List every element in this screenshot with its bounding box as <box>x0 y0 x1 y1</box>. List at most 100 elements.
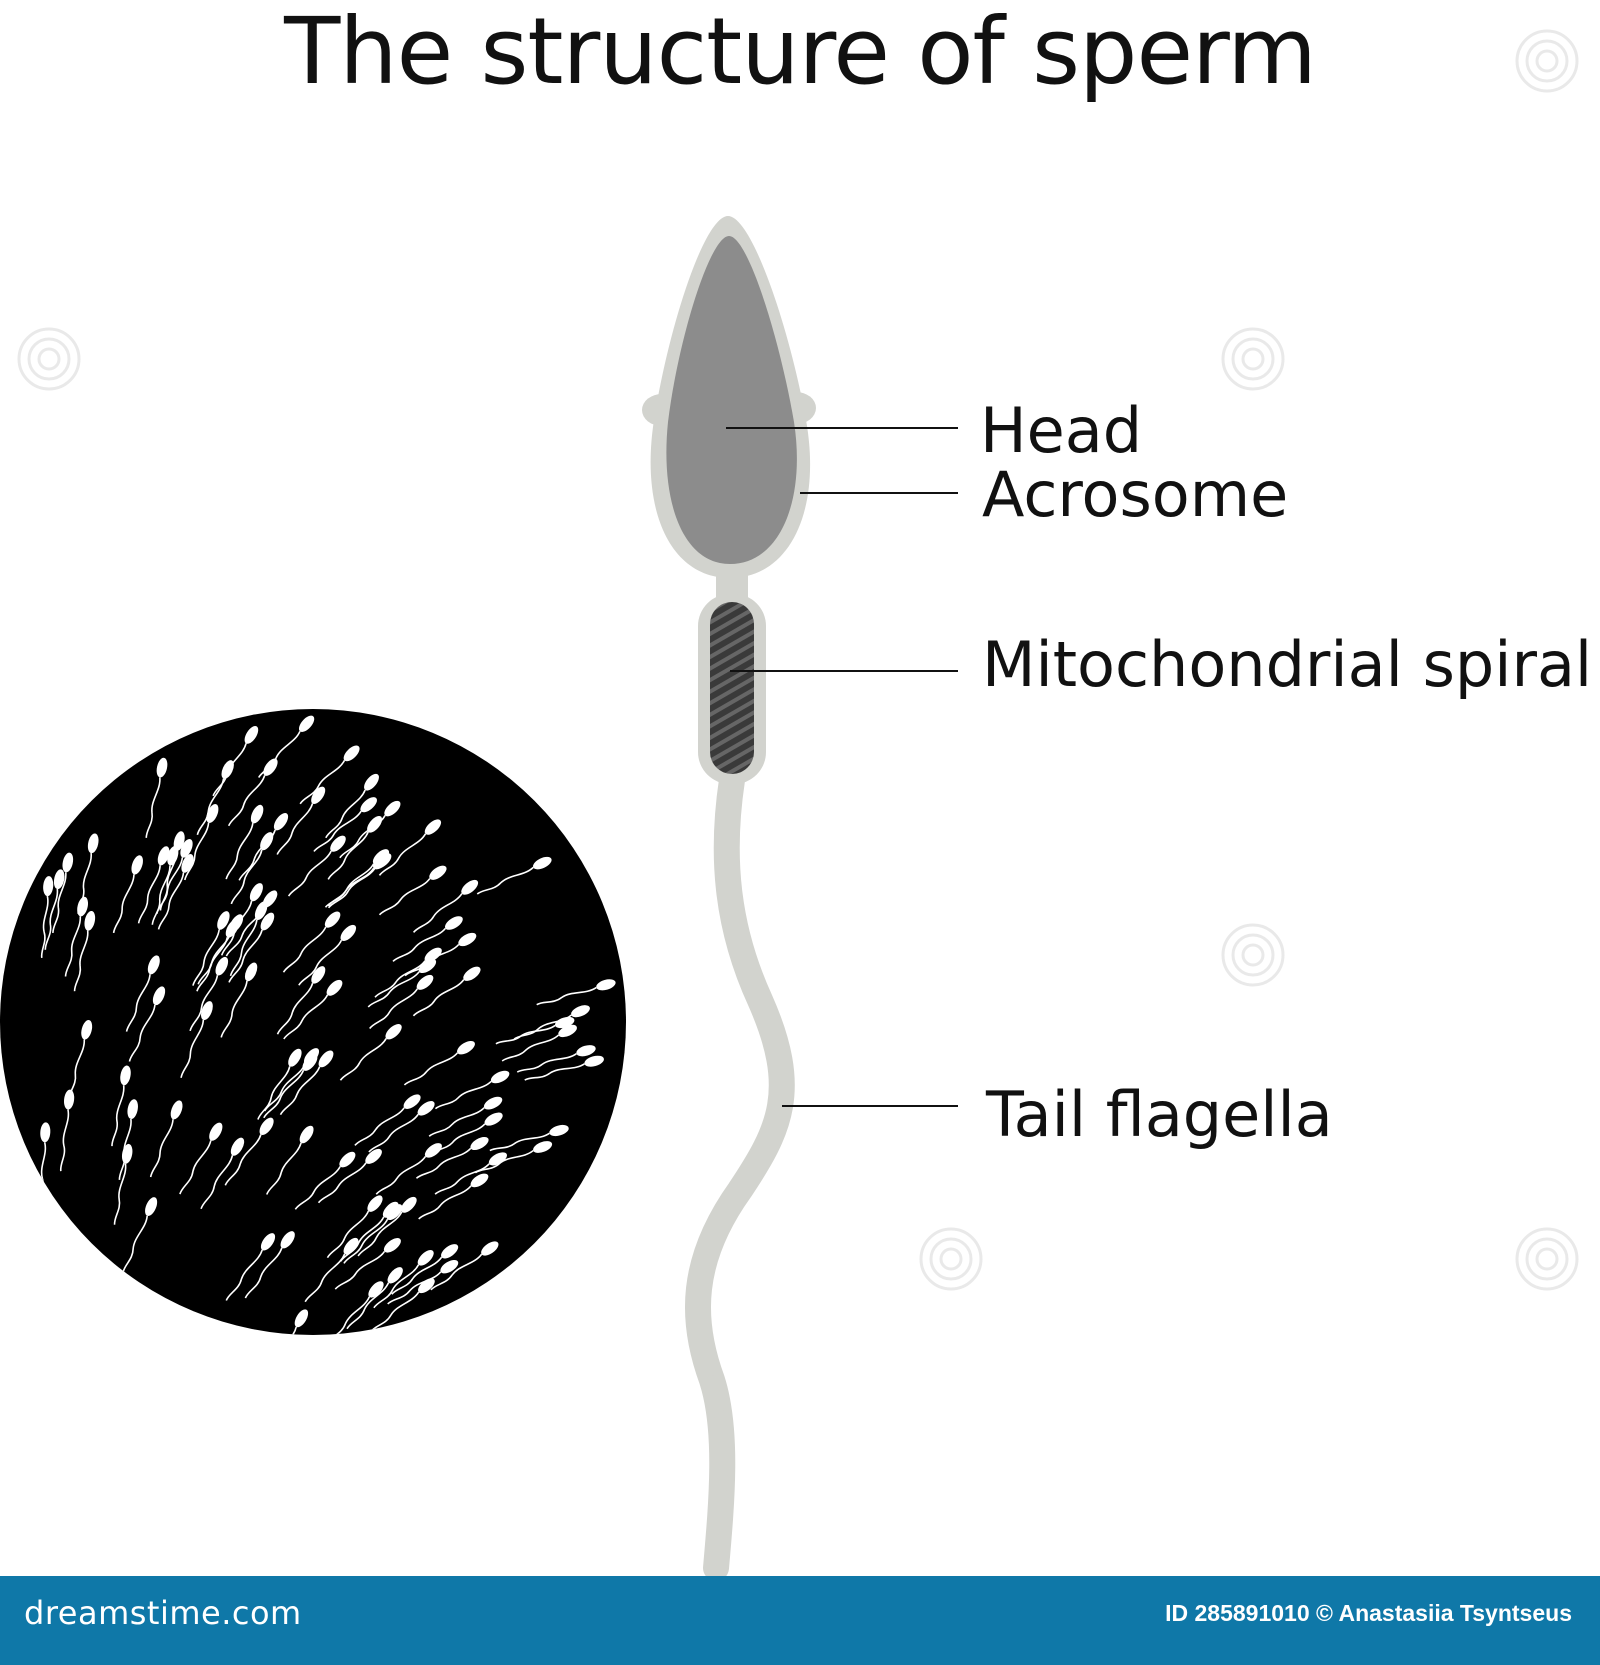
mini-sperm <box>113 1143 133 1225</box>
mini-sperm <box>326 1195 383 1259</box>
mini-sperm <box>179 1122 223 1195</box>
mini-sperm <box>346 1267 403 1330</box>
mini-sperm <box>415 1136 489 1179</box>
mini-sperm <box>428 1096 503 1137</box>
mini-sperm <box>40 876 54 958</box>
mini-sperm <box>378 819 442 876</box>
label-tail-flagella: Tail flagella <box>986 1078 1333 1151</box>
mini-sperm <box>137 846 170 924</box>
dreamstime-spiral-watermark-icon <box>1515 29 1579 93</box>
mini-sperm <box>263 1309 309 1335</box>
mini-sperm <box>327 1281 384 1335</box>
label-acrosome: Acrosome <box>982 458 1289 531</box>
mini-sperm <box>334 1238 401 1290</box>
mini-sperm <box>430 1241 499 1291</box>
mini-sperm <box>128 986 166 1062</box>
mini-sperm <box>283 979 343 1040</box>
mini-sperm <box>238 813 289 881</box>
mini-sperm <box>282 911 341 973</box>
mini-sperm <box>266 1125 314 1195</box>
mini-sperm <box>64 896 89 977</box>
mini-sperm <box>370 1278 435 1333</box>
mini-sperm <box>52 852 74 933</box>
mini-sperm <box>298 924 357 986</box>
mini-sperm <box>279 1050 334 1116</box>
mini-sperm <box>145 757 168 838</box>
mini-sperm <box>339 1201 399 1262</box>
mini-sperm <box>276 786 326 855</box>
mini-sperm <box>304 1237 359 1303</box>
mini-sperm <box>44 869 65 950</box>
mini-sperm <box>524 1055 604 1081</box>
mini-sperm <box>287 835 346 897</box>
mini-sperm <box>220 883 263 956</box>
dreamstime-spiral-watermark-icon <box>1221 327 1285 391</box>
mini-sperm <box>327 849 390 907</box>
mini-sperm <box>489 1124 569 1152</box>
mini-sperm <box>112 855 143 934</box>
mini-sperm <box>373 1249 434 1309</box>
head <box>666 236 797 564</box>
dreamstime-spiral-watermark-icon <box>1221 923 1285 987</box>
mini-sperm <box>418 1173 489 1220</box>
mini-sperm <box>354 1094 421 1146</box>
mini-sperm <box>111 1065 131 1147</box>
mini-sperm <box>391 1244 459 1295</box>
dreamstime-spiral-watermark-icon <box>1515 1227 1579 1291</box>
mini-sperm <box>73 910 96 992</box>
mini-sperm <box>224 1117 274 1186</box>
mini-sperm <box>180 1001 213 1078</box>
mini-sperm <box>387 1259 459 1305</box>
mini-sperm <box>325 773 379 839</box>
mitochondrial-spiral <box>710 602 754 774</box>
mini-sperm <box>220 962 258 1038</box>
mini-sperm <box>476 856 552 895</box>
mini-sperm <box>196 919 239 992</box>
dreamstime-spiral-watermark-icon <box>919 1227 983 1291</box>
footer-bar: dreamstime.com ID 285891010 © Anastasiia… <box>0 1576 1600 1665</box>
mini-sperm <box>125 955 160 1032</box>
mini-sperm <box>192 911 230 986</box>
mini-sperm <box>225 1233 276 1301</box>
mini-sperm <box>368 1101 435 1153</box>
mini-sperm <box>149 1100 183 1178</box>
label-head: Head <box>980 394 1143 467</box>
mini-sperm <box>378 865 447 916</box>
mini-sperm <box>229 901 268 977</box>
mini-sperm <box>225 804 264 880</box>
mini-sperm <box>369 974 434 1030</box>
mini-sperm <box>59 1089 75 1172</box>
image-credit: ID 285891010 © Anastasiia Tsyntseus <box>1165 1600 1572 1626</box>
mini-sperm <box>375 1143 442 1195</box>
mini-sperm <box>495 1016 575 1045</box>
mini-sperm <box>536 979 616 1006</box>
mini-sperm <box>257 1048 302 1120</box>
mini-sperm <box>434 1152 507 1195</box>
mini-sperm <box>299 745 360 805</box>
mini-sperm <box>434 1070 510 1110</box>
brand-text: dreamstime.com <box>24 1594 302 1632</box>
mini-sperm <box>294 1151 356 1210</box>
mini-sperm <box>244 1231 295 1299</box>
mini-sperm <box>212 726 259 797</box>
sperm-swarm <box>39 715 616 1335</box>
mini-sperm <box>227 758 278 827</box>
mini-sperm <box>367 958 437 1008</box>
tail-flagella <box>684 767 795 1576</box>
label-mitochondrial-spiral: Mitochondrial spiral <box>982 628 1593 701</box>
mini-sperm <box>159 831 185 911</box>
mini-sperm <box>189 956 229 1032</box>
mini-sperm <box>122 1197 158 1274</box>
mini-sperm <box>228 912 275 983</box>
mini-sperm <box>392 916 463 962</box>
sperm-diagram <box>0 216 958 1576</box>
mini-sperm <box>374 947 442 998</box>
mini-sperm <box>412 879 479 933</box>
dreamstime-logo-icon[interactable]: dreamstime.com <box>24 1594 302 1632</box>
magnified-sperm-circle <box>0 709 626 1335</box>
mini-sperm <box>412 966 481 1017</box>
mini-sperm <box>257 715 315 778</box>
mini-sperm <box>157 854 194 930</box>
mini-sperm <box>263 1054 318 1119</box>
